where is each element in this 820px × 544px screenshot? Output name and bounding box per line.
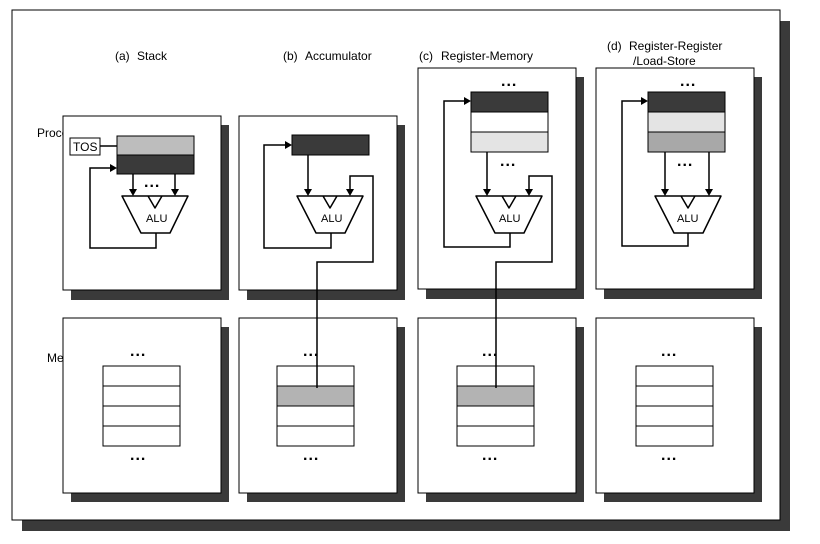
- column-a-letter: (a): [115, 49, 130, 63]
- register-cell: [647, 131, 726, 153]
- memory-cell: [456, 425, 535, 447]
- arrow-head: [705, 189, 713, 196]
- register-ellipsis-top: ...: [680, 73, 696, 90]
- memory-operand-wire: [495, 175, 553, 388]
- memory-ellipsis-top: ...: [661, 343, 677, 360]
- alu-shape: [296, 195, 364, 234]
- processor-panel-accumulator: ALU: [238, 115, 405, 388]
- register-cell: [470, 131, 549, 153]
- register-cell: [647, 91, 726, 113]
- column-d-title: Register-Register: [629, 39, 722, 53]
- arrow-head: [171, 189, 179, 196]
- memory-panel-register-memory: ... ...: [417, 317, 584, 502]
- processor-panel-stack: TOS ... ALU: [62, 115, 229, 300]
- processor-panel-register-register: ... ... ALU: [595, 67, 762, 299]
- memory-cell: [102, 405, 181, 427]
- alu-feedback-wire: [621, 100, 689, 247]
- memory-ellipsis-top: ...: [303, 343, 319, 360]
- column-b-letter: (b): [283, 49, 298, 63]
- register-cell: [647, 111, 726, 133]
- memory-cell: [456, 405, 535, 427]
- memory-cell: [635, 365, 714, 387]
- memory-cell: [102, 425, 181, 447]
- register-ellipsis-bottom: ...: [677, 153, 693, 170]
- register-cell: [470, 111, 549, 133]
- arrow-head: [129, 189, 137, 196]
- memory-panel-stack: ... ...: [62, 317, 229, 502]
- alu-label: ALU: [146, 213, 167, 225]
- memory-cell: [635, 405, 714, 427]
- processor-panel-register-memory: ... ... ALU: [417, 67, 584, 388]
- arrow-head: [464, 97, 471, 105]
- memory-cell: [102, 365, 181, 387]
- memory-panel-register-register: ... ...: [595, 317, 762, 502]
- memory-ellipsis-top: ...: [482, 343, 498, 360]
- register-ellipsis-top: ...: [501, 73, 517, 90]
- memory-operand-wire: [316, 175, 374, 388]
- alu-label: ALU: [677, 213, 698, 225]
- memory-cell: [102, 385, 181, 407]
- column-c-letter: (c): [419, 49, 433, 63]
- arrow-head: [483, 189, 491, 196]
- memory-cell: [276, 405, 355, 427]
- memory-ellipsis-bottom: ...: [303, 447, 319, 464]
- arrow-head: [110, 164, 117, 172]
- memory-cell: [635, 385, 714, 407]
- alu-shape: [475, 195, 543, 234]
- memory-ellipsis-bottom: ...: [661, 447, 677, 464]
- alu-feedback-wire: [89, 167, 157, 249]
- memory-cell: [276, 365, 355, 387]
- arrow-head: [661, 189, 669, 196]
- column-a-title: Stack: [137, 49, 168, 63]
- arrow-head: [346, 189, 354, 196]
- memory-ellipsis-bottom: ...: [130, 447, 146, 464]
- memory-cell: [635, 425, 714, 447]
- arrow-head: [641, 97, 648, 105]
- stack-top-cell: [116, 135, 195, 156]
- memory-ellipsis-top: ...: [130, 343, 146, 360]
- column-c-title: Register-Memory: [441, 49, 533, 63]
- accumulator-register: [291, 134, 370, 156]
- alu-label: ALU: [499, 213, 520, 225]
- alu-label: ALU: [321, 213, 342, 225]
- stack-second-cell: [116, 154, 195, 175]
- stack-ellipsis: ...: [144, 174, 160, 191]
- alu-shape: [121, 195, 189, 234]
- column-b-title: Accumulator: [305, 49, 372, 63]
- arrow-head: [525, 189, 533, 196]
- arrow-head: [304, 189, 312, 196]
- register-cell: [470, 91, 549, 113]
- memory-cell: [276, 425, 355, 447]
- register-ellipsis-bottom: ...: [500, 153, 516, 170]
- arrow-head: [285, 141, 292, 149]
- column-d-subtitle: /Load-Store: [633, 54, 696, 68]
- alu-feedback-wire: [443, 100, 511, 248]
- memory-panel-accumulator: ... ...: [238, 317, 405, 502]
- memory-cell-operand: [276, 385, 355, 407]
- tos-label: TOS: [73, 140, 97, 154]
- memory-ellipsis-bottom: ...: [482, 447, 498, 464]
- memory-cell-operand: [456, 385, 535, 407]
- column-d-letter: (d): [607, 39, 622, 53]
- alu-shape: [654, 195, 722, 234]
- alu-feedback-wire: [263, 144, 332, 249]
